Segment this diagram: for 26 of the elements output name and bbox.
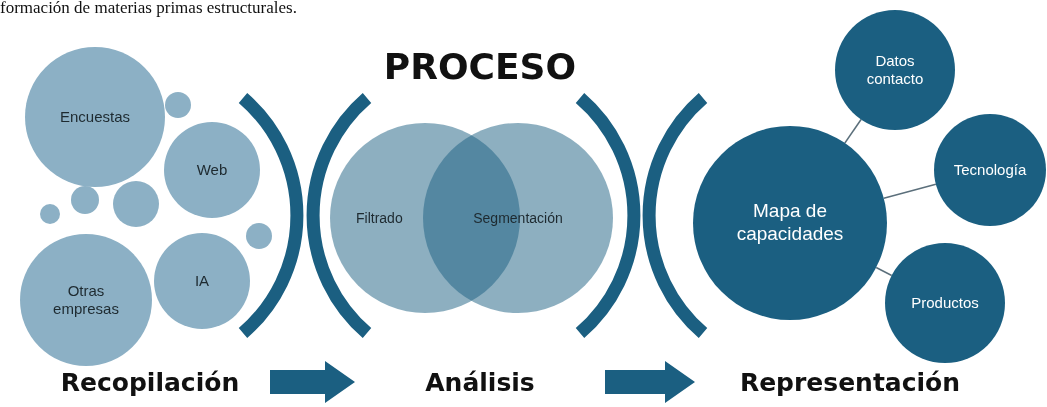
circle-label: IA xyxy=(194,272,210,290)
diagram-title: PROCESO xyxy=(382,46,578,87)
connector-line xyxy=(883,183,937,199)
circle-label: Segmentación xyxy=(473,209,563,227)
venn-circle xyxy=(423,123,613,313)
stage-heading: Análisis xyxy=(425,367,535,397)
bubble xyxy=(246,223,272,249)
note-text: formación de materias primas estructurales. xyxy=(0,0,297,18)
bubble xyxy=(40,204,60,224)
connector-line xyxy=(875,266,893,277)
circle-label: Mapa de capacidades xyxy=(735,200,845,246)
circle-label: Encuestas xyxy=(59,108,130,126)
circle-label: Productos xyxy=(911,294,979,312)
block-arrow xyxy=(605,361,695,403)
stage-heading: Recopilación xyxy=(60,367,240,397)
bubble xyxy=(165,92,191,118)
connector-line xyxy=(844,118,862,144)
circle-label: Otras empresas xyxy=(52,282,120,318)
block-arrow xyxy=(270,361,355,403)
circle-label: Datos contacto xyxy=(865,52,925,88)
circle-label: Web xyxy=(196,161,228,179)
circle-label: Filtrado xyxy=(355,209,403,227)
stage-heading: Representación xyxy=(739,367,961,397)
bubble xyxy=(113,181,159,227)
circle-label: Tecnología xyxy=(953,161,1027,179)
bubble xyxy=(71,186,99,214)
